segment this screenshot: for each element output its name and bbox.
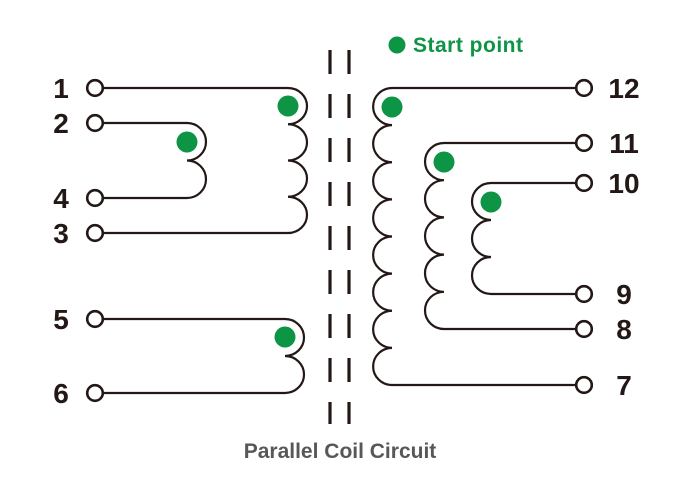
start-point-dot-coil-1-3 [277, 95, 299, 117]
terminal-4 [85, 188, 105, 208]
terminal-8 [574, 319, 594, 339]
terminal-label-11: 11 [609, 128, 639, 159]
terminal-label-1: 1 [53, 73, 69, 104]
terminal-2 [85, 113, 105, 133]
coil-12-7 [372, 86, 575, 387]
terminal-label-8: 8 [616, 314, 632, 345]
terminal-3 [85, 223, 105, 243]
terminal-12 [574, 78, 594, 98]
legend-label: Start point [413, 34, 524, 57]
terminal-label-6: 6 [53, 378, 69, 409]
terminal-10 [574, 173, 594, 193]
terminal-label-7: 7 [616, 370, 632, 401]
legend-start-point-icon [388, 36, 406, 54]
terminal-6 [85, 383, 105, 403]
start-point-dot-coil-12-7 [381, 96, 403, 118]
start-point-dot-coil-10-9 [480, 191, 502, 213]
terminal-1 [85, 78, 105, 98]
terminal-label-3: 3 [53, 218, 69, 249]
terminal-label-12: 12 [608, 73, 639, 104]
terminal-5 [85, 309, 105, 329]
start-point-dot-coil-11-8 [433, 151, 455, 173]
terminal-9 [574, 284, 594, 304]
terminal-label-9: 9 [616, 279, 632, 310]
terminal-label-5: 5 [53, 304, 69, 335]
terminal-label-10: 10 [608, 168, 639, 199]
diagram-caption: Parallel Coil Circuit [244, 440, 437, 463]
coil-1-3 [104, 86, 309, 235]
start-point-dot-coil-2-4 [176, 131, 198, 153]
legend: Start point [388, 34, 524, 57]
start-point-dot-coil-5-6 [274, 326, 296, 348]
coil-5-6 [104, 317, 306, 395]
coil-10-9 [470, 181, 575, 296]
terminal-label-2: 2 [53, 108, 69, 139]
terminal-11 [574, 133, 594, 153]
terminal-7 [574, 375, 594, 395]
coil-11-8 [423, 141, 575, 331]
terminal-label-4: 4 [53, 183, 69, 214]
coil-2-4 [104, 121, 208, 200]
